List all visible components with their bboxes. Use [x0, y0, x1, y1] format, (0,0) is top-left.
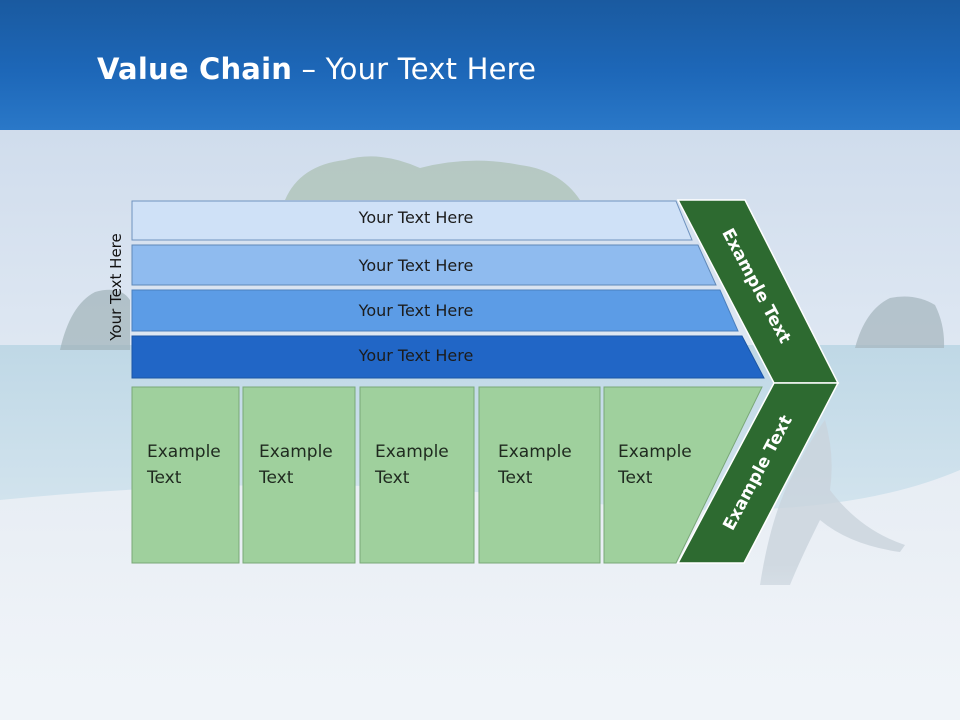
column-label-2: Example Text [259, 439, 333, 491]
title-bold: Value Chain [97, 52, 293, 86]
row-label-4: Your Text Here [358, 346, 474, 365]
column-label-5-line1: Example [618, 442, 692, 462]
column-label-1-line1: Example [147, 442, 221, 462]
row-bar-2 [131, 244, 717, 286]
column-label-3-line2: Text [375, 468, 410, 488]
column-label-2-line2: Text [259, 468, 294, 488]
row-label-1: Your Text Here [358, 208, 474, 227]
page-title: Value Chain – Your Text Here [97, 52, 536, 86]
column-label-4-line1: Example [498, 442, 572, 462]
column-box-3 [359, 386, 475, 564]
row-label-3: Your Text Here [358, 301, 474, 320]
column-label-4-line2: Text [498, 468, 533, 488]
column-label-3: Example Text [375, 439, 449, 491]
column-label-4: Example Text [498, 439, 572, 491]
column-label-2-line1: Example [259, 442, 333, 462]
chevron-lower [676, 382, 840, 564]
row-bar-4 [131, 335, 765, 379]
column-box-5 [603, 386, 763, 564]
column-box-1 [131, 386, 240, 564]
column-box-2 [242, 386, 356, 564]
header-band [0, 0, 960, 130]
row-bar-1 [131, 200, 693, 241]
column-label-3-line1: Example [375, 442, 449, 462]
title-rest: – Your Text Here [292, 52, 537, 86]
column-box-4 [478, 386, 601, 564]
column-label-1-line2: Text [147, 468, 182, 488]
column-label-5-line2: Text [618, 468, 653, 488]
row-bar-3 [131, 289, 739, 332]
row-label-2: Your Text Here [358, 256, 474, 275]
column-label-1: Example Text [147, 439, 221, 491]
column-label-5: Example Text [618, 439, 692, 491]
